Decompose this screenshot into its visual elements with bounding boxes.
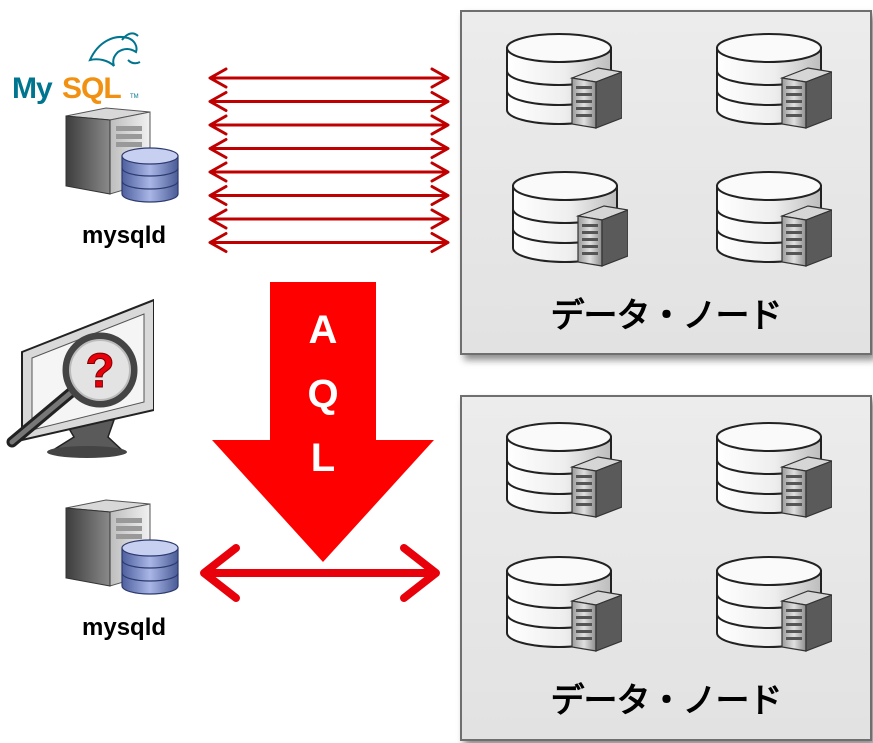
data-node-panel-bottom: データ・ノード (460, 395, 872, 741)
mysql-logo: My SQL TM (12, 30, 162, 110)
aql-letter-q: Q (307, 372, 339, 416)
mysqld-bottom-label: mysqld (82, 614, 167, 641)
arrowhead-left (208, 138, 228, 159)
data-node-icon (712, 32, 832, 132)
data-node-icon (712, 555, 832, 655)
mysqld-top-label: mysqld (82, 222, 167, 249)
data-node-icon (712, 421, 832, 521)
connection-arrows (208, 67, 450, 253)
aql-letter-l: L (310, 436, 336, 480)
arrowhead-left (208, 208, 228, 230)
arrowhead-left (208, 67, 228, 89)
server-tower-icon (58, 86, 198, 206)
mysql-logo-sql: SQL (62, 72, 122, 105)
question-mark-icon: ? (85, 345, 114, 398)
arrowhead-right (430, 232, 450, 253)
arrowhead-left (208, 232, 228, 253)
arrowhead-left (208, 185, 228, 206)
data-node-icon (502, 421, 622, 521)
data-node-icon (502, 555, 622, 655)
data-node-panel-top: データ・ノード (460, 10, 872, 355)
arrowhead-right (430, 114, 450, 136)
data-node-label: データ・ノード (550, 296, 783, 336)
data-node-icon (508, 170, 628, 270)
arrowhead-right (430, 161, 450, 183)
mysql-logo-tm: TM (130, 94, 139, 100)
arrowhead-left (208, 114, 228, 136)
arrowhead-left (208, 161, 228, 183)
data-node-icon (502, 32, 622, 132)
arrowhead-right (430, 138, 450, 159)
server-tower-icon (58, 478, 198, 598)
arrowhead-right (430, 67, 450, 89)
monitor-search-icon: ? (6, 298, 154, 458)
aql-down-arrow (212, 282, 434, 562)
mysql-dolphin-icon (88, 32, 141, 67)
data-node-icon (712, 170, 832, 270)
arrowhead-right (430, 185, 450, 206)
data-node-label: データ・ノード (550, 681, 783, 721)
aql-letter-a: A (308, 308, 338, 352)
arrowhead-left (208, 91, 228, 112)
arrowhead-right (430, 208, 450, 230)
arrowhead-right (430, 91, 450, 112)
single-connection-arrow (200, 544, 440, 602)
mysql-logo-my: My (12, 72, 53, 105)
